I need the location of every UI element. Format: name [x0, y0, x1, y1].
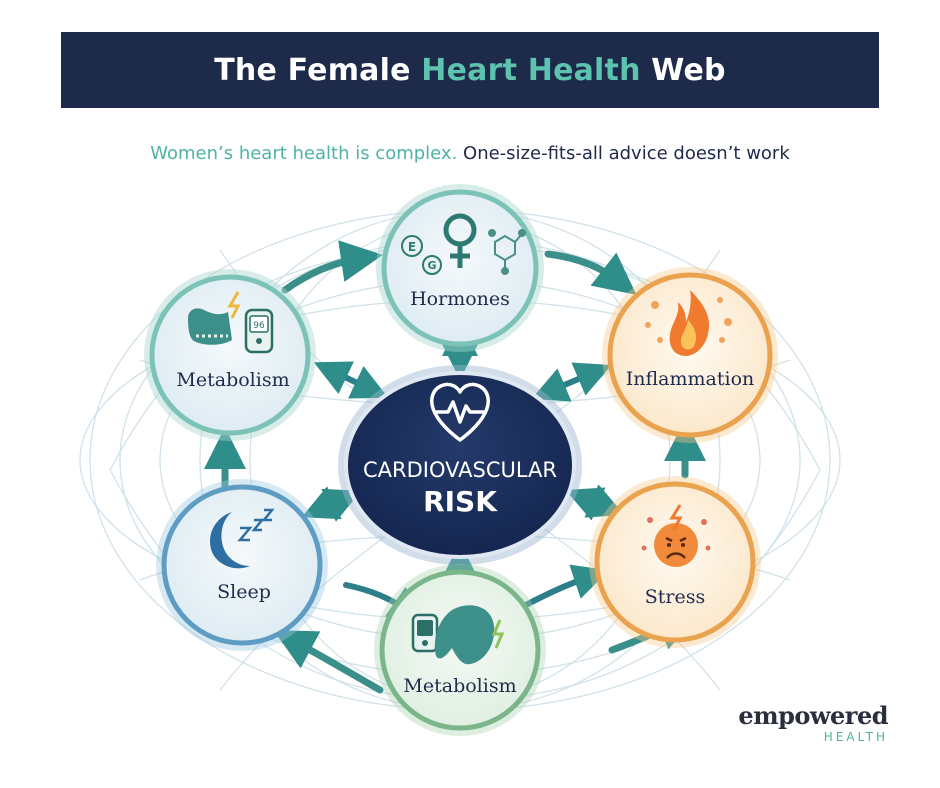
molecule-letter-e: E [408, 240, 416, 254]
meter-reading: 96 [253, 321, 265, 331]
node-hormones: E G Hormones [376, 184, 544, 352]
female-symbol-icon [443, 213, 477, 268]
page-title: The Female Heart Health Web [214, 53, 725, 88]
node-label-hormones: Hormones [410, 288, 510, 310]
heart-pulse-icon [430, 382, 490, 442]
logo-subtext: HEALTH [823, 730, 888, 744]
title-part-3: Web [640, 52, 726, 88]
subtitle-teal: Women’s heart health is complex. [150, 143, 458, 164]
node-stress: Stress [589, 476, 761, 648]
ember-dots-icon [645, 297, 732, 343]
logo-wordmark: empowered [738, 701, 888, 730]
molecule-letter-g: G [427, 259, 436, 272]
organ-icon [434, 605, 505, 665]
node-metabolism-left: 96 Metabolism [144, 269, 316, 441]
moon-icon [210, 512, 250, 569]
node-label-stress: Stress [645, 586, 705, 608]
node-label-metabolism-left: Metabolism [176, 369, 289, 391]
glucose-monitor-icon [411, 613, 439, 653]
node-cardiovascular-risk: CARDIOVASCULAR RISK [338, 365, 582, 565]
center-title-line-1: CARDIOVASCULAR [363, 458, 557, 482]
digestive-icon [188, 308, 232, 345]
node-inflammation: Inflammation [602, 267, 778, 443]
lightning-icon [227, 291, 241, 319]
glucose-meter-icon: 96 [244, 308, 274, 354]
stressed-face-icon [641, 504, 711, 567]
node-label-metabolism-bottom: Metabolism [403, 675, 516, 697]
chemical-structure-icon [488, 229, 526, 275]
node-metabolism-bottom: Metabolism [374, 564, 546, 736]
estrogen-molecule-icon: E G [401, 235, 442, 275]
subtitle-dark: One-size-fits-all advice doesn’t work [457, 143, 790, 164]
subtitle: Women’s heart health is complex. One-siz… [0, 143, 940, 164]
empowered-health-logo: empowered HEALTH [738, 703, 888, 745]
flame-icon [669, 290, 710, 356]
title-part-1: The Female [214, 52, 422, 88]
node-sleep: Sleep [156, 479, 328, 651]
title-accent: Heart Health [421, 52, 641, 88]
node-label-inflammation: Inflammation [626, 368, 755, 390]
node-label-sleep: Sleep [217, 581, 271, 603]
title-banner: The Female Heart Health Web [61, 32, 879, 108]
zzz-icon [237, 508, 275, 542]
center-title-line-2: RISK [423, 485, 498, 518]
